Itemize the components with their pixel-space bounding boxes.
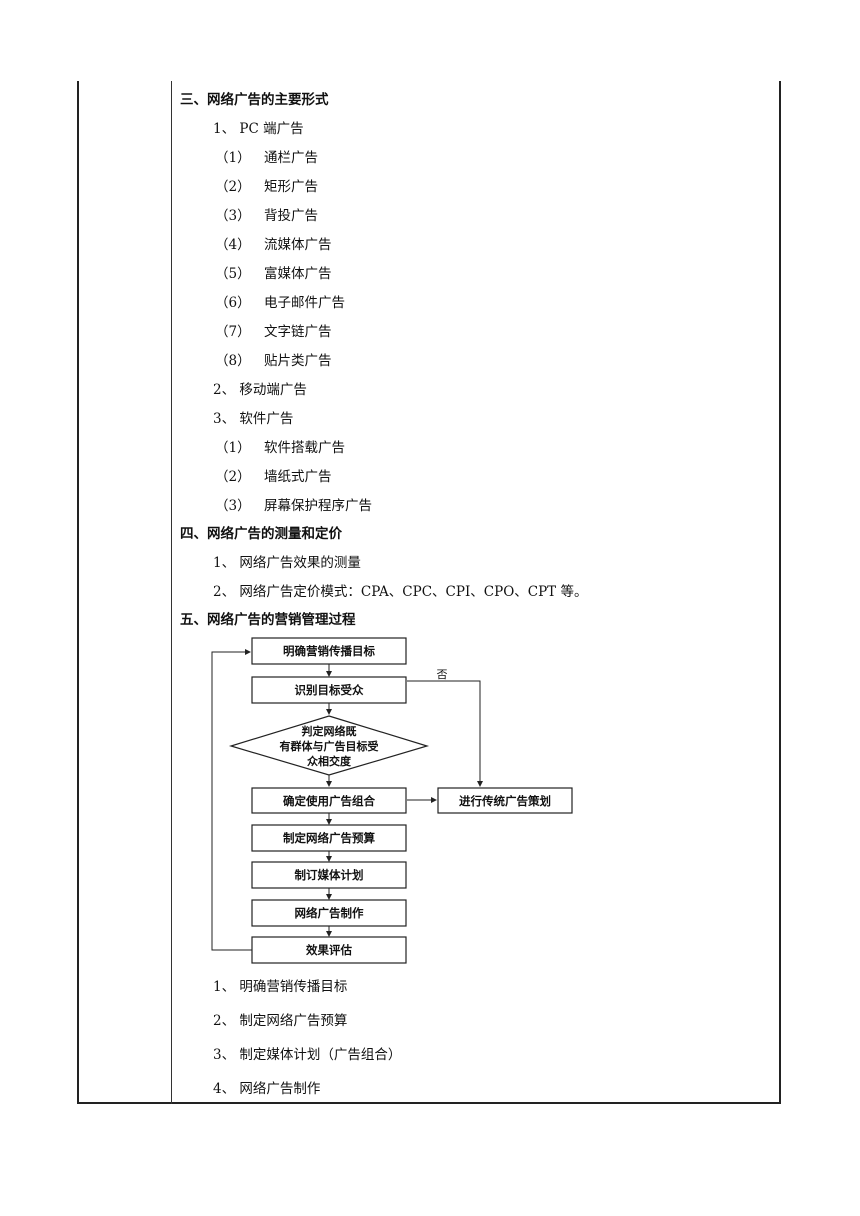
flow-step-5-label: 制订媒体计划 <box>295 868 364 882</box>
flow-step-2-label: 识别目标受众 <box>295 683 364 697</box>
pc-ads-item: 1、 PC 端广告 <box>213 121 304 137</box>
measurement-item: 1、 网络广告效果的测量 <box>213 555 361 571</box>
section-4-heading: 四、网络广告的测量和定价 <box>180 526 342 542</box>
section-3-heading: 三、网络广告的主要形式 <box>180 92 329 108</box>
flow-decision-line1: 判定网络既 <box>302 724 357 738</box>
list-item-num: （1） <box>215 440 251 456</box>
flow-step-6-label: 网络广告制作 <box>295 906 364 920</box>
process-item: 1、 明确营销传播目标 <box>213 979 348 995</box>
section-5-heading: 五、网络广告的营销管理过程 <box>180 612 356 628</box>
list-item-num: （7） <box>215 324 251 340</box>
list-item-label: 流媒体广告 <box>264 237 332 253</box>
list-item-num: （3） <box>215 208 251 224</box>
list-item-num: （1） <box>215 150 251 166</box>
pricing-item: 2、 网络广告定价模式：CPA、CPC、CPI、CPO、CPT 等。 <box>213 584 588 600</box>
flow-step-3 <box>251 787 407 814</box>
flow-traditional <box>437 787 573 814</box>
marketing-process-flowchart: 明确营销传播目标 识别目标受众 判定网络既 有群体与广告目标受 众相交度 确定使… <box>211 637 573 964</box>
column-divider <box>171 81 172 1104</box>
flow-no-label: 否 <box>437 668 448 681</box>
list-item-label: 文字链广告 <box>264 324 332 340</box>
software-ads-item: 3、 软件广告 <box>213 411 294 427</box>
process-item: 4、 网络广告制作 <box>213 1081 321 1097</box>
flow-decision-line3: 众相交度 <box>307 754 352 768</box>
list-item-label: 贴片类广告 <box>264 353 332 369</box>
list-item-label: 富媒体广告 <box>264 266 332 282</box>
list-item-num: （2） <box>215 469 251 485</box>
list-item-label: 背投广告 <box>264 208 318 224</box>
flow-step-5 <box>251 861 407 889</box>
list-item-label: 墙纸式广告 <box>264 469 332 485</box>
process-item: 2、 制定网络广告预算 <box>213 1013 348 1029</box>
flow-step-4-label: 制定网络广告预算 <box>283 831 375 845</box>
flow-step-1-label: 明确营销传播目标 <box>283 644 375 658</box>
list-item-label: 电子邮件广告 <box>264 295 345 311</box>
flow-step-7-label: 效果评估 <box>306 943 352 957</box>
list-item-label: 软件搭载广告 <box>264 440 345 456</box>
flow-decision-line2: 有群体与广告目标受 <box>280 739 379 753</box>
flow-step-3-label: 确定使用广告组合 <box>283 794 375 808</box>
flow-step-2 <box>251 676 407 704</box>
flow-step-4 <box>251 824 407 852</box>
list-item-label: 矩形广告 <box>264 179 318 195</box>
list-item-num: （6） <box>215 295 251 311</box>
list-item-num: （2） <box>215 179 251 195</box>
flow-step-6 <box>251 899 407 927</box>
list-item-num: （8） <box>215 353 251 369</box>
flow-decision <box>228 715 430 776</box>
process-item: 3、 制定媒体计划（广告组合） <box>213 1047 402 1063</box>
flow-traditional-label: 进行传统广告策划 <box>459 794 551 808</box>
mobile-ads-item: 2、 移动端广告 <box>213 382 307 398</box>
list-item-num: （4） <box>215 237 251 253</box>
flow-step-7 <box>251 936 407 964</box>
list-item-num: （3） <box>215 498 251 514</box>
table-frame <box>77 81 781 1104</box>
list-item-label: 屏幕保护程序广告 <box>264 498 372 514</box>
list-item-label: 通栏广告 <box>264 150 318 166</box>
list-item-num: （5） <box>215 266 251 282</box>
flow-step-1 <box>251 637 407 665</box>
